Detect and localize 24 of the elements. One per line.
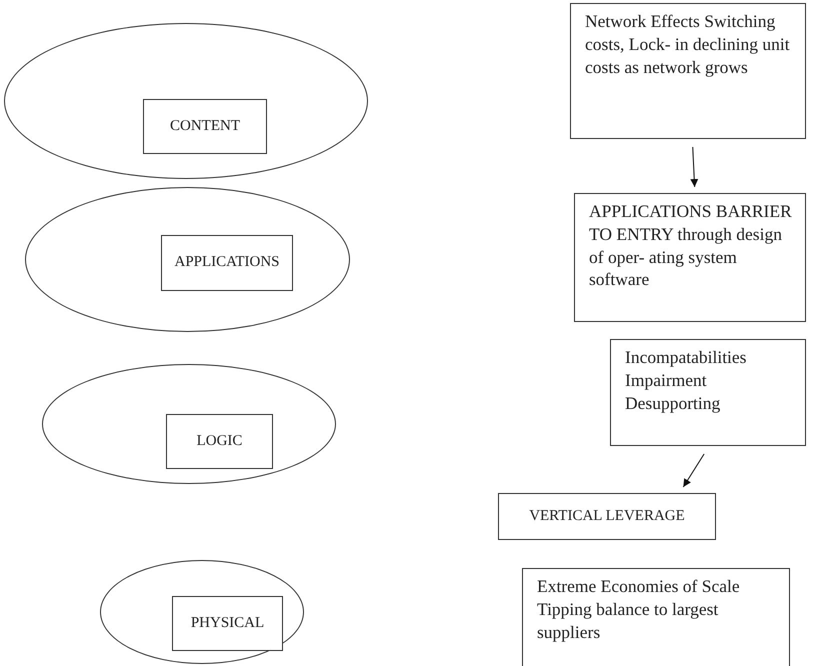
ellipse-shape (4, 23, 368, 179)
arrow (690, 146, 698, 188)
text-box (574, 193, 806, 322)
layer-label (161, 235, 293, 291)
text-box (522, 568, 790, 666)
ellipse-shape (42, 364, 336, 484)
ellipse-shape (25, 187, 350, 332)
layer-label (172, 596, 283, 651)
box-text: APPLICATIONS (174, 253, 280, 272)
box-text: PHYSICAL (190, 614, 264, 633)
text-box (570, 3, 806, 139)
box-text: Incompatabilities Impairment Desupporting (625, 346, 748, 414)
box-text: LOGIC (196, 432, 242, 451)
box-text: APPLICATIONS BARRIER TO ENTRY through design of oper- ating system software (589, 200, 793, 291)
box-text: VERTICAL LEVERAGE (529, 506, 685, 526)
layer-label (166, 414, 273, 469)
layer-label (143, 99, 267, 154)
box-text: Network Effects Switching costs, Lock- in declining unit costs as network grows (585, 10, 791, 78)
box-text: CONTENT (170, 116, 240, 136)
arrow (682, 454, 705, 488)
text-box (610, 339, 806, 446)
box-text: Extreme Economies of Scale Tipping balance to largest suppliers (537, 575, 741, 644)
text-box (498, 493, 716, 540)
ellipse-shape (100, 560, 304, 664)
